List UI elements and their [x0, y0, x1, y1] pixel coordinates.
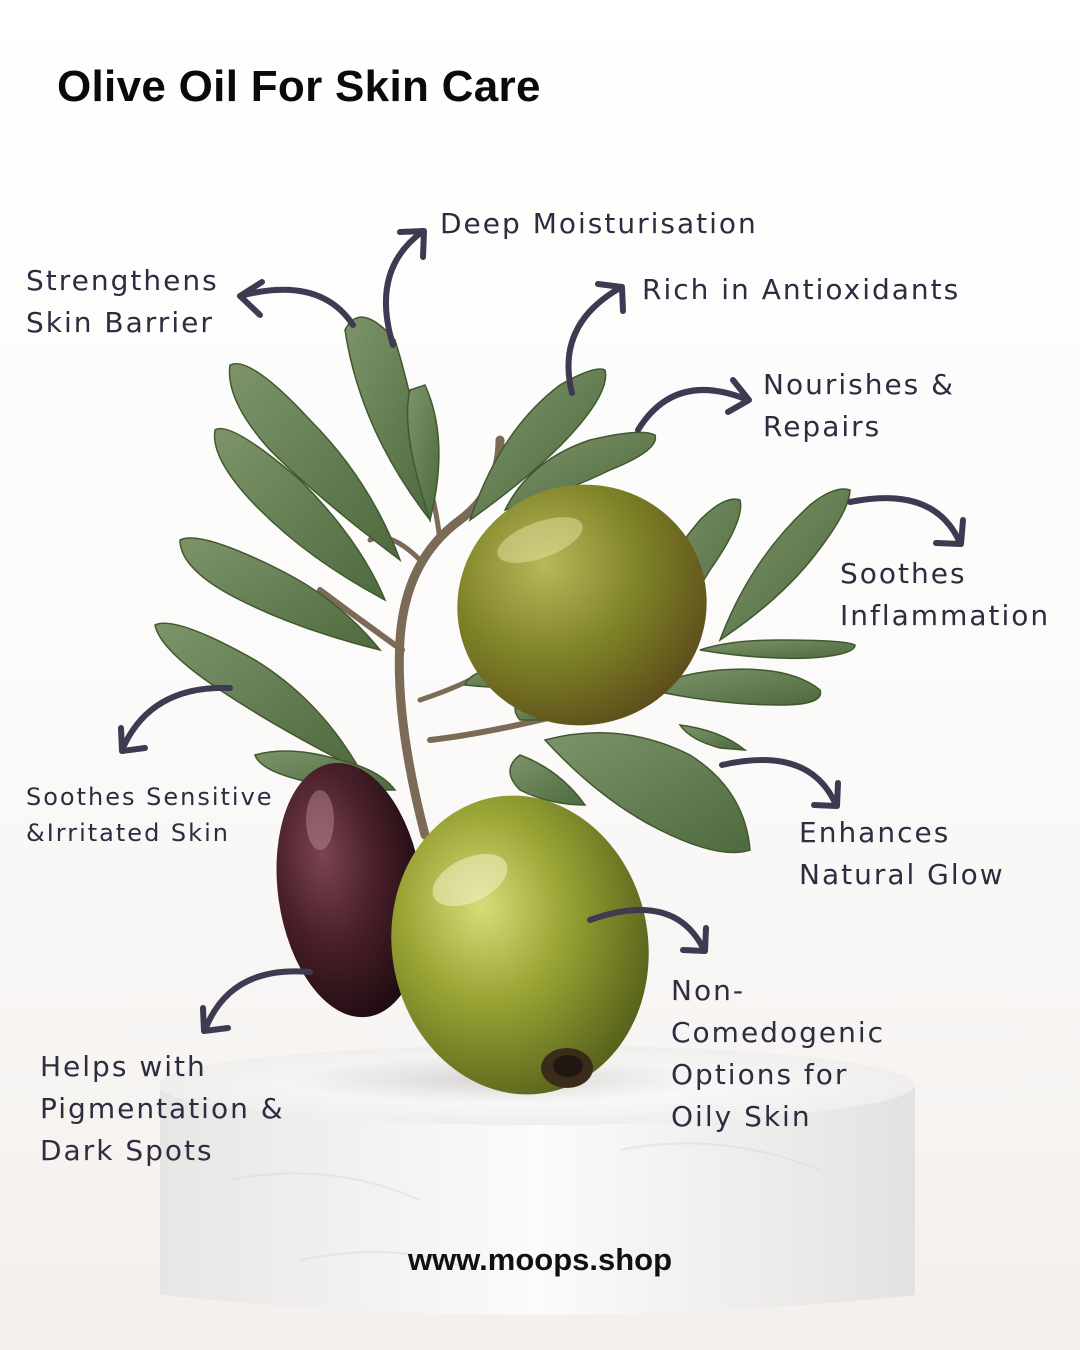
benefit-deep-moisturisation: Deep Moisturisation [440, 207, 758, 240]
arrow-soothes-sensitive [118, 684, 233, 754]
arrow-rich-antioxidants [565, 281, 626, 396]
benefit-strengthens-skin-barrier: Strengthens Skin Barrier [26, 264, 219, 339]
benefit-soothes-sensitive-skin: Soothes Sensitive &Irritated Skin [26, 783, 274, 847]
arrow-soothes-inflammation [847, 495, 966, 547]
arrow-strengthens-barrier [237, 279, 356, 328]
benefit-pigmentation-dark-spots: Helps with Pigmentation & Dark Spots [40, 1050, 285, 1167]
arrow-pigmentation [200, 968, 313, 1034]
arrow-nourishes-repairs [635, 377, 752, 433]
arrow-enhances-glow [719, 757, 841, 809]
arrow-non-comedogenic [587, 907, 709, 954]
page-title: Olive Oil For Skin Care [57, 62, 541, 111]
website-url[interactable]: www.moops.shop [407, 1242, 673, 1277]
olive-fruits [276, 484, 707, 1095]
benefit-nourishes-repairs: Nourishes & Repairs [763, 368, 955, 443]
arrow-deep-moisturisation [383, 228, 427, 348]
benefit-enhances-natural-glow: Enhances Natural Glow [799, 816, 1005, 891]
benefit-non-comedogenic: Non- Comedogenic Options for Oily Skin [671, 974, 886, 1133]
benefit-soothes-inflammation: Soothes Inflammation [840, 557, 1051, 632]
benefit-rich-in-antioxidants: Rich in Antioxidants [642, 273, 961, 306]
